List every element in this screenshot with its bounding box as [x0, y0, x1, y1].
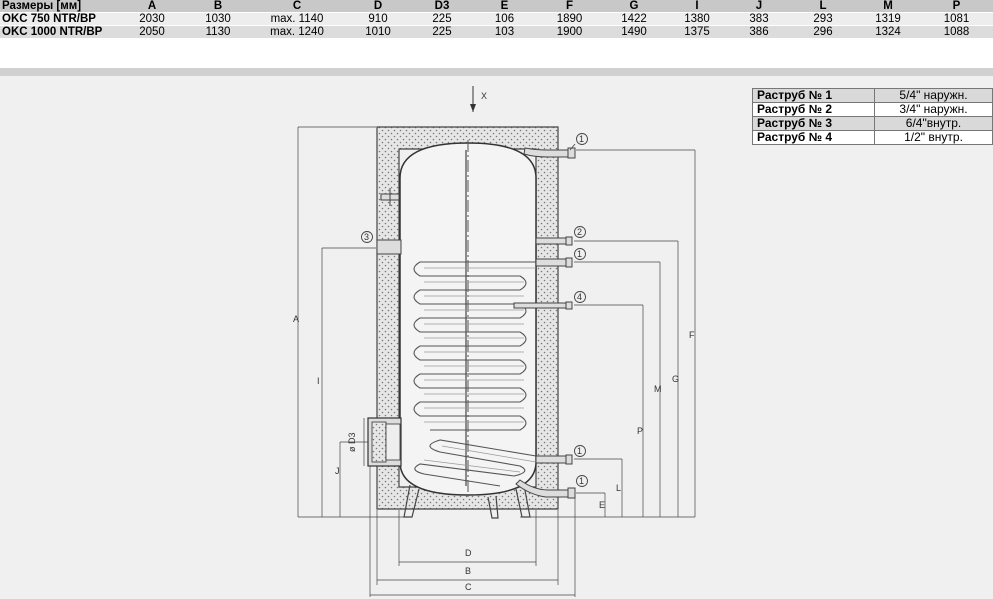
dim-label-i: I: [317, 376, 320, 386]
table-cell: 2050: [118, 25, 186, 38]
ports-table: Раструб № 1 5/4" наружн. Раструб № 2 3/4…: [751, 88, 993, 145]
table-cell: 1890: [537, 12, 602, 26]
port-marker-label: 1: [577, 446, 582, 456]
flange-d3: [367, 417, 402, 467]
dimensions-header-cell: L: [790, 0, 856, 13]
port-value: 3/4" наружн.: [874, 102, 993, 117]
port-value: 1/2" внутр.: [874, 130, 993, 145]
port-marker-label: 3: [364, 232, 369, 242]
table-cell: 1490: [602, 25, 666, 38]
model-name-cell: OKC 1000 NTR/BP: [0, 25, 118, 38]
table-cell: 1319: [856, 12, 920, 26]
dimensions-header-cell: E: [472, 0, 537, 13]
dim-label-m: M: [654, 384, 662, 394]
port-marker-label: 1: [579, 134, 584, 144]
x-axis-label: X: [481, 91, 487, 101]
table-cell: 293: [790, 12, 856, 26]
table-row: Раструб № 2 3/4" наружн.: [751, 102, 993, 117]
table-row: Раструб № 1 5/4" наружн.: [751, 88, 993, 103]
table-cell: 2030: [118, 12, 186, 26]
table-cell: 1081: [920, 12, 993, 26]
dimension-labels: A I J ø D3 F G M P L E D B C: [293, 314, 695, 592]
port-marker-label: 1: [579, 476, 584, 486]
dimensions-header-cell: D3: [412, 0, 472, 13]
dim-label-b: B: [465, 566, 471, 576]
dim-label-c: C: [465, 582, 472, 592]
table-cell: 106: [472, 12, 537, 26]
table-cell: 910: [344, 12, 412, 26]
dimensions-header-cell: M: [856, 0, 920, 13]
dimensions-header-cell: F: [537, 0, 602, 13]
dimensions-header-cell: B: [186, 0, 250, 13]
dim-label-d3: ø D3: [347, 432, 357, 452]
table-cell: max. 1240: [250, 25, 344, 38]
table-cell: 383: [728, 12, 790, 26]
dimensions-table: Размеры [мм] A B C D D3 E F G I J L M P …: [0, 0, 993, 38]
table-cell: 225: [412, 12, 472, 26]
table-cell: 103: [472, 25, 537, 38]
port-marker-label: 1: [577, 249, 582, 259]
table-row: OKC 750 NTR/BP 2030 1030 max. 1140 910 2…: [0, 12, 993, 26]
port-markers: 1 2 1 4 1 1 3: [361, 133, 588, 487]
model-name-cell: OKC 750 NTR/BP: [0, 12, 118, 26]
table-cell: 1380: [666, 12, 728, 26]
table-cell: max. 1140: [250, 12, 344, 26]
port-marker-label: 2: [577, 227, 582, 237]
dimensions-header-cell: A: [118, 0, 186, 13]
port-label: Раструб № 4: [751, 130, 876, 145]
table-cell: 1030: [186, 12, 250, 26]
table-cell: 1010: [344, 25, 412, 38]
table-cell: 225: [412, 25, 472, 38]
port-label: Раструб № 1: [751, 88, 876, 103]
table-cell: 1130: [186, 25, 250, 38]
x-axis-arrow: X: [470, 86, 487, 112]
table-row: OKC 1000 NTR/BP 2050 1130 max. 1240 1010…: [0, 25, 993, 38]
port-value: 6/4"внутр.: [874, 116, 993, 131]
port-value: 5/4" наружн.: [874, 88, 993, 103]
dimensions-header-cell: G: [602, 0, 666, 13]
table-row: Раструб № 4 1/2" внутр.: [751, 130, 993, 145]
dimensions-header-cell: D: [344, 0, 412, 13]
dimensions-header-cell: C: [250, 0, 344, 13]
dim-label-f: F: [689, 330, 695, 340]
port-label: Раструб № 2: [751, 102, 876, 117]
table-cell: 1422: [602, 12, 666, 26]
table-cell: 1900: [537, 25, 602, 38]
dimensions-header-cell: I: [666, 0, 728, 13]
port-label: Раструб № 3: [751, 116, 876, 131]
pipe-connections: [376, 147, 576, 499]
dim-label-p: P: [637, 426, 643, 436]
table-cell: 1375: [666, 25, 728, 38]
dim-label-g: G: [672, 374, 679, 384]
table-cell: 386: [728, 25, 790, 38]
dim-label-e: E: [599, 500, 605, 510]
upper-heating-coil: [413, 261, 536, 431]
port-marker-label: 4: [577, 292, 582, 302]
table-cell: 1324: [856, 25, 920, 38]
dimensions-header-cell: P: [920, 0, 993, 13]
dim-label-l: L: [616, 483, 621, 493]
dimensions-header-row: Размеры [мм] A B C D D3 E F G I J L M P: [0, 0, 993, 13]
lower-heating-coil: [414, 439, 537, 487]
dimensions-header-cell: J: [728, 0, 790, 13]
dimensions-header-cell: Размеры [мм]: [0, 0, 118, 13]
table-cell: 1088: [920, 25, 993, 38]
table-cell: 296: [790, 25, 856, 38]
dimension-lines: [297, 126, 696, 597]
dim-label-d: D: [465, 548, 472, 558]
table-row: Раструб № 3 6/4"внутр.: [751, 116, 993, 131]
dim-label-a: A: [293, 314, 299, 324]
section-divider: [0, 68, 993, 76]
dim-label-j: J: [335, 466, 340, 476]
